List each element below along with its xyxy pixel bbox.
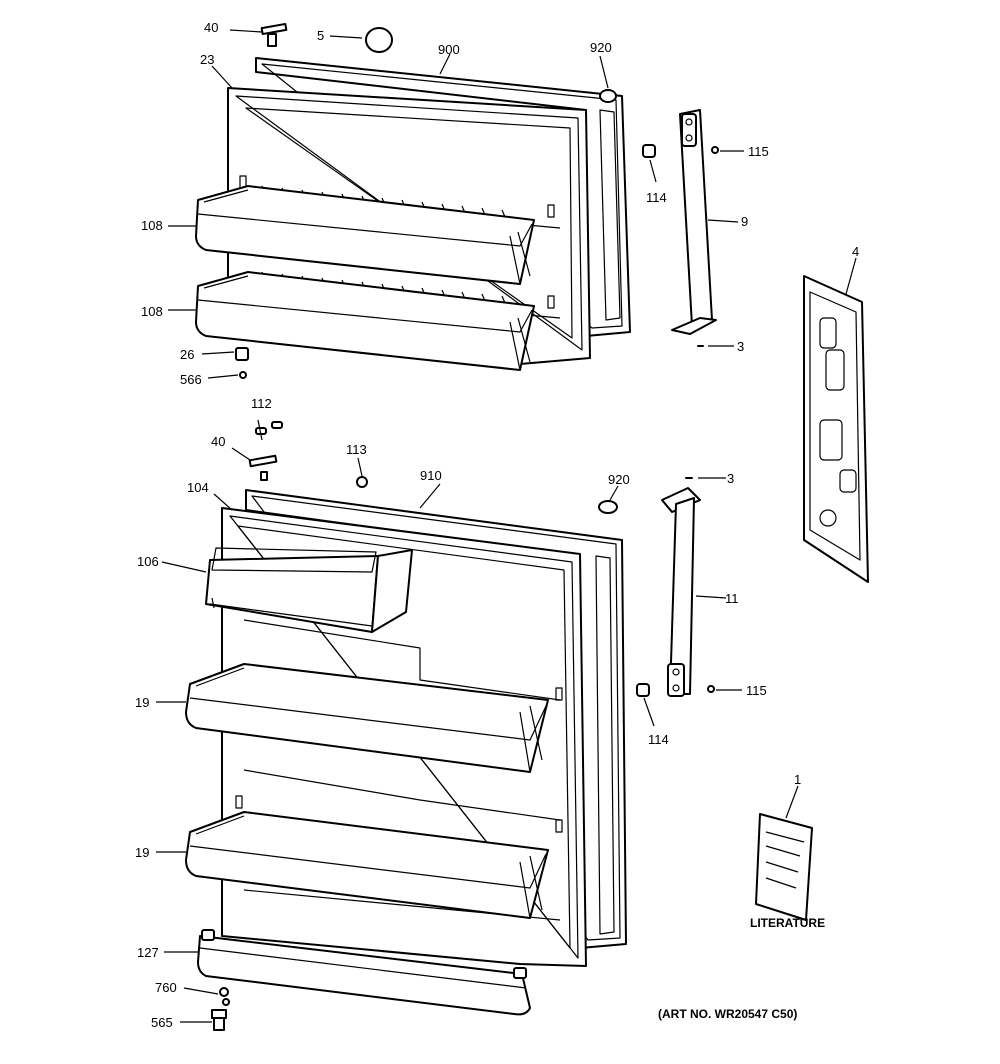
callout-26: 26 (180, 347, 194, 362)
door-stop-screw-40-upper (260, 22, 288, 47)
callout-112: 112 (251, 396, 272, 411)
door-stop-screw-40-lower (248, 454, 278, 481)
panel-4 (803, 275, 869, 583)
screw-115-upper (711, 146, 719, 154)
callout-760: 760 (155, 980, 177, 995)
fresh-food-door-shelf-lower (185, 811, 549, 919)
callout-566: 566 (180, 372, 202, 387)
callout-108-lower: 108 (141, 304, 163, 319)
callout-19-upper: 19 (135, 695, 149, 710)
callout-114-upper: 114 (646, 190, 667, 205)
hinge-pin-114-lower (636, 683, 650, 697)
callout-113: 113 (346, 442, 367, 457)
screw-113 (356, 476, 368, 488)
callout-1: 1 (794, 772, 801, 787)
literature-label: LITERATURE (750, 916, 825, 930)
callout-565: 565 (151, 1015, 173, 1030)
hinge-lower-11 (661, 487, 701, 697)
callout-9: 9 (741, 214, 748, 229)
callout-5: 5 (317, 28, 324, 43)
screw-115-lower (707, 685, 715, 693)
bushing-26 (235, 347, 249, 361)
callout-900: 900 (438, 42, 460, 57)
callout-114-lower: 114 (648, 732, 669, 747)
callout-910: 910 (420, 468, 442, 483)
callout-19-lower: 19 (135, 845, 149, 860)
dairy-door-106 (205, 547, 413, 633)
callout-106: 106 (137, 554, 159, 569)
callout-40-lower: 40 (211, 434, 225, 449)
freezer-door-shelf-lower (195, 271, 535, 371)
callout-115-upper: 115 (748, 144, 769, 159)
literature-booklet-1 (755, 813, 813, 921)
callout-115-lower: 115 (746, 683, 767, 698)
art-number: (ART NO. WR20547 C50) (658, 1007, 797, 1021)
freezer-door-shelf-upper (195, 185, 535, 285)
callout-4: 4 (852, 244, 859, 259)
callout-108-upper: 108 (141, 218, 163, 233)
hinge-pin-114-upper (642, 144, 656, 158)
screw-760 (219, 987, 230, 1006)
hinge-pin-cap-112 (255, 421, 283, 435)
callout-11: 11 (725, 591, 739, 606)
leader-lines (156, 29, 857, 1023)
screw-566 (239, 371, 247, 379)
plug-button-5 (365, 27, 393, 53)
callout-23: 23 (200, 52, 214, 67)
callout-920-upper: 920 (590, 40, 612, 55)
callout-labels: 40 5 900 920 23 115 114 9 108 108 4 3 26… (135, 20, 859, 1030)
plug-button-920-lower (598, 500, 618, 514)
callout-920-lower: 920 (608, 472, 630, 487)
hinge-center-9 (671, 109, 717, 335)
plug-button-920-upper (599, 89, 617, 103)
callout-3-upper: 3 (737, 339, 744, 354)
callout-3-lower: 3 (727, 471, 734, 486)
callout-40-upper: 40 (204, 20, 218, 35)
door-trim-bottom-127 (197, 929, 531, 1016)
callout-104: 104 (187, 480, 209, 495)
fresh-food-door-shelf-upper (185, 663, 549, 773)
callout-127: 127 (137, 945, 159, 960)
screw-565 (211, 1009, 227, 1031)
